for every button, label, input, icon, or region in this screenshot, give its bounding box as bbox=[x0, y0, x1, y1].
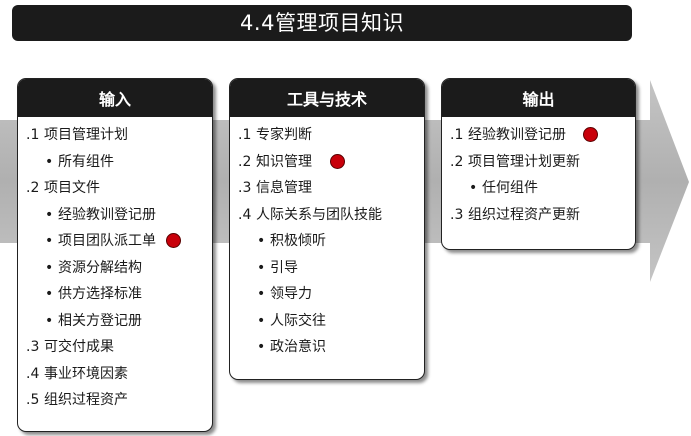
list-item: •相关方登记册 bbox=[18, 308, 212, 335]
bullet-icon: • bbox=[45, 153, 54, 170]
item-label: 项目管理计划 bbox=[44, 127, 128, 143]
outputs-header: 输出 bbox=[442, 79, 635, 117]
item-label: 积极倾听 bbox=[270, 233, 326, 249]
bullet-icon: • bbox=[45, 312, 54, 329]
list-item: •任何组件 bbox=[442, 175, 635, 202]
item-number: .5 bbox=[26, 392, 40, 408]
inputs-header: 输入 bbox=[18, 79, 212, 117]
item-number: .2 bbox=[238, 153, 252, 170]
bullet-icon: • bbox=[257, 259, 266, 276]
item-label: 资源分解结构 bbox=[58, 259, 142, 276]
item-label: 人际交往 bbox=[270, 312, 326, 329]
bullet-icon: • bbox=[45, 206, 54, 223]
item-label: 项目文件 bbox=[44, 180, 100, 196]
item-number: .3 bbox=[238, 180, 252, 196]
list-item: •积极倾听 bbox=[230, 228, 424, 255]
item-number: .4 bbox=[238, 206, 252, 223]
item-number: .2 bbox=[26, 180, 40, 196]
item-number: .3 bbox=[450, 206, 464, 223]
bullet-icon: • bbox=[45, 286, 54, 302]
bullet-icon: • bbox=[45, 233, 54, 249]
item-label: 供方选择标准 bbox=[58, 286, 142, 302]
list-item: •供方选择标准 bbox=[18, 281, 212, 308]
item-label: 人际关系与团队技能 bbox=[256, 206, 382, 223]
red-marker-icon bbox=[583, 127, 598, 142]
list-item: •人际交往 bbox=[230, 308, 424, 335]
list-item: •经验教训登记册 bbox=[18, 202, 212, 229]
item-label: 任何组件 bbox=[482, 180, 538, 196]
item-label: 经验教训登记册 bbox=[468, 127, 566, 143]
item-label: 项目管理计划更新 bbox=[468, 153, 580, 170]
item-label: 事业环境因素 bbox=[44, 365, 128, 382]
list-item: •项目团队派工单 bbox=[18, 228, 212, 255]
list-item: •资源分解结构 bbox=[18, 255, 212, 282]
item-label: 经验教训登记册 bbox=[58, 206, 156, 223]
page-title: 4.4管理项目知识 bbox=[12, 5, 632, 41]
list-item: •领导力 bbox=[230, 281, 424, 308]
item-label: 相关方登记册 bbox=[58, 312, 142, 329]
list-item: •引导 bbox=[230, 255, 424, 282]
bullet-icon: • bbox=[257, 233, 266, 249]
list-item: •政治意识 bbox=[230, 334, 424, 361]
item-label: 项目团队派工单 bbox=[58, 233, 156, 249]
bullet-icon: • bbox=[257, 286, 266, 302]
bullet-icon: • bbox=[257, 312, 266, 329]
item-label: 引导 bbox=[270, 259, 298, 276]
item-label: 组织过程资产 bbox=[44, 392, 128, 408]
item-label: 所有组件 bbox=[58, 153, 114, 170]
item-number: .4 bbox=[26, 365, 40, 382]
list-item: •所有组件 bbox=[18, 149, 212, 176]
red-marker-icon bbox=[330, 153, 345, 169]
item-number: .1 bbox=[26, 127, 40, 143]
red-marker-icon bbox=[166, 233, 181, 248]
tools-header: 工具与技术 bbox=[230, 79, 424, 117]
item-number: .3 bbox=[26, 339, 40, 355]
bullet-icon: • bbox=[257, 339, 266, 355]
bullet-icon: • bbox=[45, 259, 54, 276]
item-label: 信息管理 bbox=[256, 180, 312, 196]
item-label: 政治意识 bbox=[270, 339, 326, 355]
item-number: .1 bbox=[238, 127, 252, 143]
bullet-icon: • bbox=[469, 180, 478, 196]
item-label: 知识管理 bbox=[256, 153, 312, 170]
item-label: 领导力 bbox=[270, 286, 312, 302]
item-label: 可交付成果 bbox=[44, 339, 114, 355]
item-label: 专家判断 bbox=[256, 127, 312, 143]
item-number: .2 bbox=[450, 153, 464, 170]
item-number: .1 bbox=[450, 127, 464, 143]
item-label: 组织过程资产更新 bbox=[468, 206, 580, 223]
